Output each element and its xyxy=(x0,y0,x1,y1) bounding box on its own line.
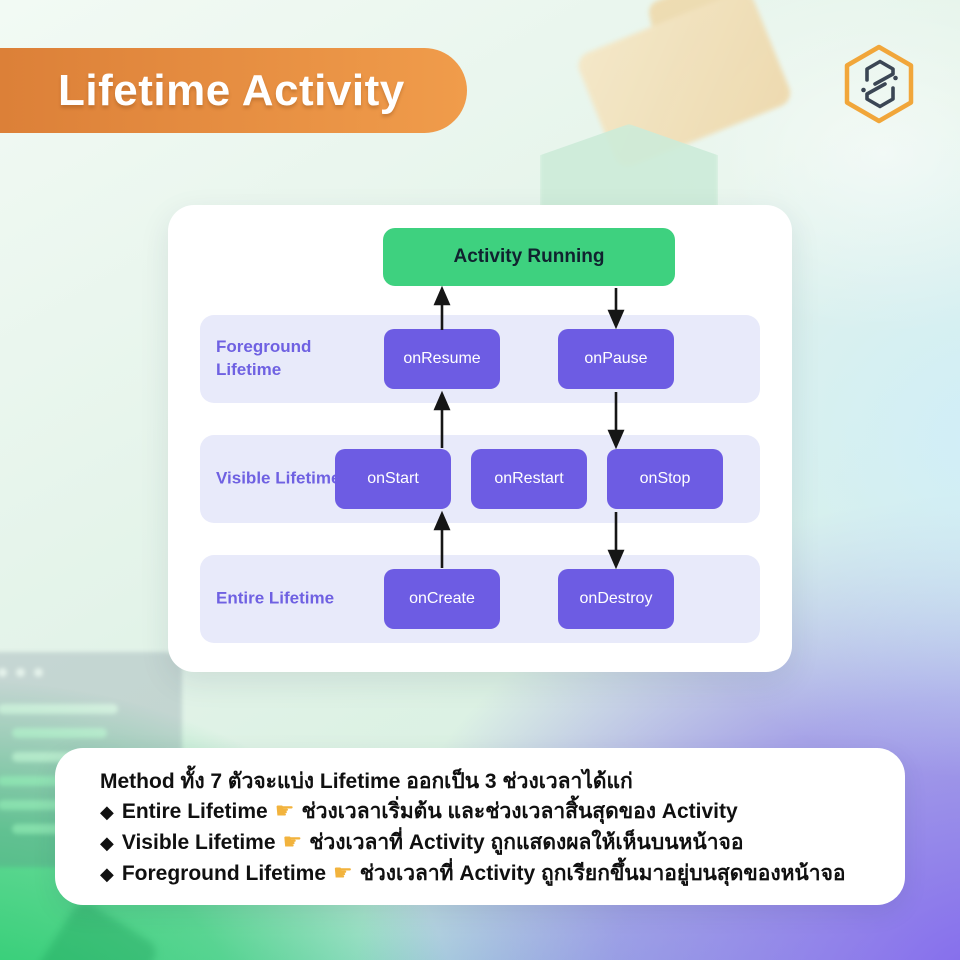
node-onstart: onStart xyxy=(335,449,451,509)
bullet-label: Visible Lifetime xyxy=(121,831,276,854)
bullet-entire-lifetime: ◆ Entire Lifetime ☛ ช่วงเวลาเริ่มต้น และช่ว… xyxy=(100,796,875,827)
node-label: onStart xyxy=(367,470,419,487)
row-label-foreground: Foreground Lifetime xyxy=(216,337,312,379)
node-onstop: onStop xyxy=(607,449,723,509)
node-oncreate: onCreate xyxy=(384,569,500,629)
page-title: Lifetime Activity xyxy=(58,65,405,115)
title-banner: Lifetime Activity xyxy=(0,48,467,133)
node-label: onRestart xyxy=(494,470,564,487)
bullet-label: Foreground Lifetime xyxy=(121,862,327,885)
window-dot xyxy=(0,668,7,677)
node-label: onDestroy xyxy=(579,590,653,607)
node-onrestart: onRestart xyxy=(471,449,587,509)
node-onresume: onResume xyxy=(384,329,500,389)
notes-intro: Method ทั้ง 7 ตัวจะแบ่ง Lifetime ออกเป็น… xyxy=(100,770,633,793)
notes-card: Method ทั้ง 7 ตัวจะแบ่ง Lifetime ออกเป็น… xyxy=(55,748,905,905)
visible-lifetime-row: Visible Lifetime onStart onRestart onSto… xyxy=(200,435,760,523)
pointing-hand-icon: ☛ xyxy=(333,860,353,885)
bullet-text: ช่วงเวลาที่ Activity ถูกเรียกขึ้นมาอยู่บ… xyxy=(359,862,846,885)
code-line xyxy=(12,824,82,834)
row-label-entire: Entire Lifetime xyxy=(216,588,335,608)
brand-hexagon-logo-icon xyxy=(844,44,914,124)
code-line xyxy=(12,728,107,738)
bullet-text: ช่วงเวลาเริ่มต้น และช่วงเวลาสิ้นสุดของ A… xyxy=(301,800,738,823)
window-dot xyxy=(16,668,25,677)
node-label: onCreate xyxy=(409,590,475,607)
node-ondestroy: onDestroy xyxy=(558,569,674,629)
node-label: onResume xyxy=(403,350,481,367)
diamond-bullet-icon: ◆ xyxy=(100,802,114,822)
pointing-hand-icon: ☛ xyxy=(282,829,303,854)
bullet-text: ช่วงเวลาที่ Activity ถูกแสดงผลให้เห็นบนห… xyxy=(309,831,744,854)
row-label-visible: Visible Lifetime xyxy=(216,468,341,488)
node-onpause: onPause xyxy=(558,329,674,389)
green-blob-decoration xyxy=(30,898,161,960)
code-line xyxy=(0,776,78,786)
bullet-foreground-lifetime: ◆ Foreground Lifetime ☛ ช่วงเวลาที่ Activit… xyxy=(100,858,875,889)
entire-lifetime-row: Entire Lifetime onCreate onDestroy xyxy=(200,555,760,643)
diamond-bullet-icon: ◆ xyxy=(100,833,114,853)
lifecycle-flow-card: Activity Running Foreground Lifetime onR… xyxy=(168,205,792,672)
diamond-bullet-icon: ◆ xyxy=(100,864,114,884)
code-line xyxy=(0,704,118,714)
foreground-lifetime-row: Foreground Lifetime onResume onPause xyxy=(200,315,760,403)
activity-running-label: Activity Running xyxy=(453,246,605,267)
node-label: onPause xyxy=(584,350,648,367)
node-label: onStop xyxy=(639,470,691,487)
activity-running-node: Activity Running xyxy=(383,228,675,286)
window-dot xyxy=(34,668,43,677)
bullet-label: Entire Lifetime xyxy=(121,800,268,823)
bullet-visible-lifetime: ◆ Visible Lifetime ☛ ช่วงเวลาที่ Activity ถ… xyxy=(100,827,875,858)
pointing-hand-icon: ☛ xyxy=(274,798,295,823)
